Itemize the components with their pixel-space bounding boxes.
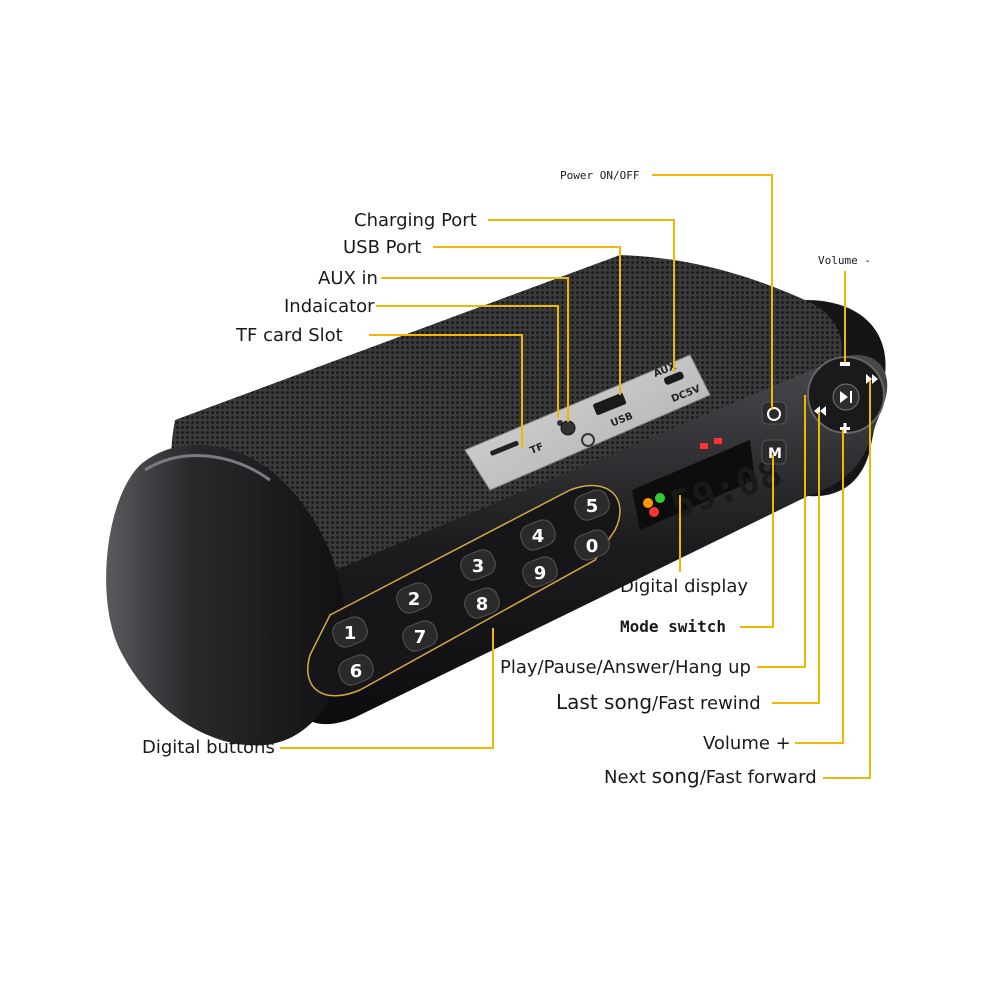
digit-key-3[interactable]: 3 (457, 547, 498, 584)
digit-key-6[interactable]: 6 (335, 652, 376, 689)
leader-charging (488, 219, 675, 372)
label-tf-card-slot: TF card Slot (235, 325, 343, 346)
label-mode-switch: Mode switch (620, 617, 726, 636)
digit-key-1[interactable]: 1 (329, 614, 370, 651)
leader-digital-buttons (280, 628, 494, 749)
digit-key-label: 4 (532, 526, 545, 547)
previous-track-icon[interactable] (814, 406, 826, 416)
digit-key-label: 2 (408, 589, 421, 610)
mode-switch-button[interactable]: M (761, 439, 787, 465)
digital-keypad: 1 2 3 4 5 6 7 8 9 0 (329, 487, 612, 689)
digit-key-label: 6 (350, 661, 363, 682)
volume-minus-button[interactable] (840, 362, 850, 366)
label-indicator: Indaicator (284, 296, 375, 317)
digit-key-label: 7 (414, 627, 427, 648)
power-button[interactable] (761, 401, 787, 425)
digit-key-9[interactable]: 9 (519, 554, 560, 591)
label-power: Power ON/OFF (560, 169, 639, 182)
tf-port-label: TF (529, 441, 546, 456)
digit-key-label: 1 (344, 623, 357, 644)
leader-mode-switch (740, 455, 774, 628)
tf-slot (490, 440, 519, 456)
usb-port (593, 393, 627, 416)
label-digital-display: Digital display (620, 576, 748, 597)
digit-key-4[interactable]: 4 (517, 517, 558, 554)
digit-key-7[interactable]: 7 (399, 618, 440, 655)
digit-key-8[interactable]: 8 (461, 585, 502, 622)
leader-lines (280, 174, 871, 779)
label-last-song: Last song/Fast rewind (556, 690, 761, 714)
aux-jack (560, 420, 576, 436)
digit-key-0[interactable]: 0 (571, 527, 612, 564)
digit-key-label: 5 (586, 496, 599, 517)
leader-power (652, 174, 773, 410)
digit-key-label: 0 (586, 536, 599, 557)
label-next-song-c: /Fast forward (700, 767, 817, 788)
label-next-song-a: Next (604, 767, 652, 788)
control-dial (807, 356, 885, 434)
label-next-song: Next song/Fast forward (604, 764, 817, 788)
port-panel (464, 354, 711, 491)
label-digital-buttons: Digital buttons (142, 737, 275, 758)
label-volume-plus: Volume + (703, 733, 791, 754)
label-charging-port: Charging Port (354, 210, 477, 231)
leader-last-song (772, 412, 820, 704)
leader-tf (369, 334, 523, 448)
label-play-pause: Play/Pause/Answer/Hang up (500, 657, 751, 678)
digit-key-label: 9 (534, 563, 547, 584)
digit-key-label: 8 (476, 594, 489, 615)
digit-key-5[interactable]: 5 (571, 487, 612, 524)
label-volume-minus: Volume - (818, 254, 871, 267)
leader-next-song (823, 380, 871, 779)
mode-key-label: M (768, 446, 782, 462)
charging-port (664, 371, 684, 385)
label-last-song-main: Last song (556, 690, 652, 714)
play-pause-icon (840, 391, 852, 403)
digit-key-2[interactable]: 2 (393, 580, 434, 617)
label-aux-in: AUX in (318, 268, 378, 289)
callout-labels: Power ON/OFF Charging Port USB Port AUX … (142, 169, 871, 788)
left-end-cap (106, 444, 346, 746)
leader-usb (433, 246, 621, 395)
power-icon (767, 407, 781, 421)
label-usb-port: USB Port (343, 237, 421, 258)
leader-volume-plus (795, 430, 844, 744)
digit-key-label: 3 (472, 556, 485, 577)
volume-plus-button[interactable] (840, 423, 850, 433)
leader-play-pause (757, 395, 806, 668)
leader-aux (381, 277, 569, 422)
leader-indicator (376, 305, 559, 418)
label-next-song-b: song (652, 764, 700, 788)
label-last-song-sub: /Fast rewind (652, 693, 761, 714)
